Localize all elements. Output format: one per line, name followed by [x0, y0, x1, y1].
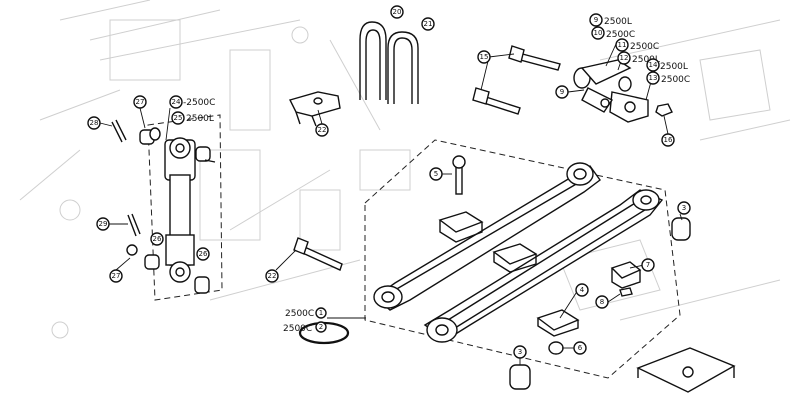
callout-25-2500l: 25 2500L: [171, 111, 214, 125]
bracket-plate-top: [288, 91, 341, 127]
callout-26-right: 26: [196, 247, 210, 261]
callout-22-bottom: 22: [265, 269, 279, 283]
leaf-spring: [373, 162, 664, 343]
svg-text:1: 1: [319, 309, 323, 317]
callout-9-2500l: 9 2500L: [589, 13, 632, 27]
svg-text:2500L: 2500L: [186, 114, 214, 124]
callout-1-2500c: 2500C 1: [285, 307, 327, 319]
shackle-bolts: [472, 45, 561, 115]
svg-text:6: 6: [578, 344, 583, 352]
svg-text:15: 15: [480, 53, 489, 61]
svg-text:5: 5: [434, 170, 438, 178]
svg-text:3: 3: [518, 348, 522, 356]
callout-6: 6: [573, 341, 587, 355]
svg-text:14: 14: [649, 61, 658, 69]
svg-text:16: 16: [664, 136, 673, 144]
callout-5: 5: [429, 167, 443, 181]
svg-text:20: 20: [393, 8, 402, 16]
callout-29: 29: [96, 217, 110, 231]
callout-7: 7: [641, 258, 655, 272]
callout-2-2500c: 2500C 2: [283, 321, 327, 334]
svg-text:2: 2: [319, 323, 323, 331]
svg-text:27: 27: [112, 272, 121, 280]
svg-text:28: 28: [90, 119, 99, 127]
svg-text:2500C: 2500C: [630, 42, 659, 52]
callout-20: 20: [390, 5, 404, 19]
callout-8: 8: [595, 295, 609, 309]
svg-text:22: 22: [268, 272, 277, 280]
callout-16: 16: [661, 133, 675, 147]
u-bolts: [359, 21, 419, 104]
callout-11-2500c: 11 2500C: [615, 38, 659, 52]
svg-text:10: 10: [594, 29, 603, 37]
assembly-outlines: [147, 114, 681, 379]
callout-10-2500c: 10 2500C: [591, 26, 635, 40]
callout-27-bottom: 27: [109, 269, 123, 283]
callout-3-bottom: 3: [513, 345, 527, 359]
svg-text:2500L: 2500L: [632, 55, 660, 65]
callout-12-2500l: 12 2500L: [617, 51, 660, 65]
svg-text:2500C: 2500C: [283, 324, 312, 334]
svg-text:4: 4: [580, 286, 585, 294]
callout-4: 4: [575, 283, 589, 297]
callout-27-top: 27: [133, 95, 147, 109]
svg-text:26: 26: [153, 235, 162, 243]
leaf-spring-assembly-outline: [364, 139, 681, 379]
callout-26-left: 26: [150, 232, 164, 246]
svg-text:26: 26: [199, 250, 208, 258]
callout-22-top: 22: [315, 123, 329, 137]
callout-13-2500c: 13 2500C: [646, 71, 690, 85]
spring-hardware: [293, 155, 736, 393]
callout-21: 21: [421, 17, 435, 31]
svg-text:25: 25: [174, 114, 183, 122]
svg-text:2500C: 2500C: [285, 309, 314, 319]
svg-text:11: 11: [618, 41, 627, 49]
svg-text:9: 9: [594, 16, 598, 24]
svg-text:2500C: 2500C: [661, 75, 690, 85]
svg-text:29: 29: [99, 220, 108, 228]
svg-text:12: 12: [620, 54, 629, 62]
background-ghost-drawing: [19, 0, 791, 339]
svg-text:2500C: 2500C: [606, 30, 635, 40]
callout-15: 15: [477, 50, 491, 64]
svg-text:27: 27: [136, 98, 145, 106]
svg-text:24: 24: [172, 98, 181, 106]
svg-text:-2500C: -2500C: [183, 98, 215, 108]
svg-text:2500L: 2500L: [604, 17, 632, 27]
svg-text:8: 8: [600, 298, 604, 306]
callout-14-2500l: 14 2500L: [646, 58, 688, 72]
svg-text:22: 22: [318, 126, 327, 134]
callout-9: 9: [555, 85, 569, 99]
svg-text:3: 3: [682, 204, 686, 212]
svg-text:9: 9: [560, 88, 564, 96]
spring-shackle: [573, 59, 673, 123]
shock-absorber: [111, 119, 216, 294]
svg-text:7: 7: [646, 261, 650, 269]
callout-24-2500c: 24 -2500C: [169, 95, 215, 109]
callout-28: 28: [87, 116, 101, 130]
svg-text:21: 21: [424, 20, 433, 28]
leader-lines: [99, 43, 683, 365]
svg-text:13: 13: [649, 74, 658, 82]
svg-text:2500L: 2500L: [660, 62, 688, 72]
callout-3-right: 3: [677, 201, 691, 215]
